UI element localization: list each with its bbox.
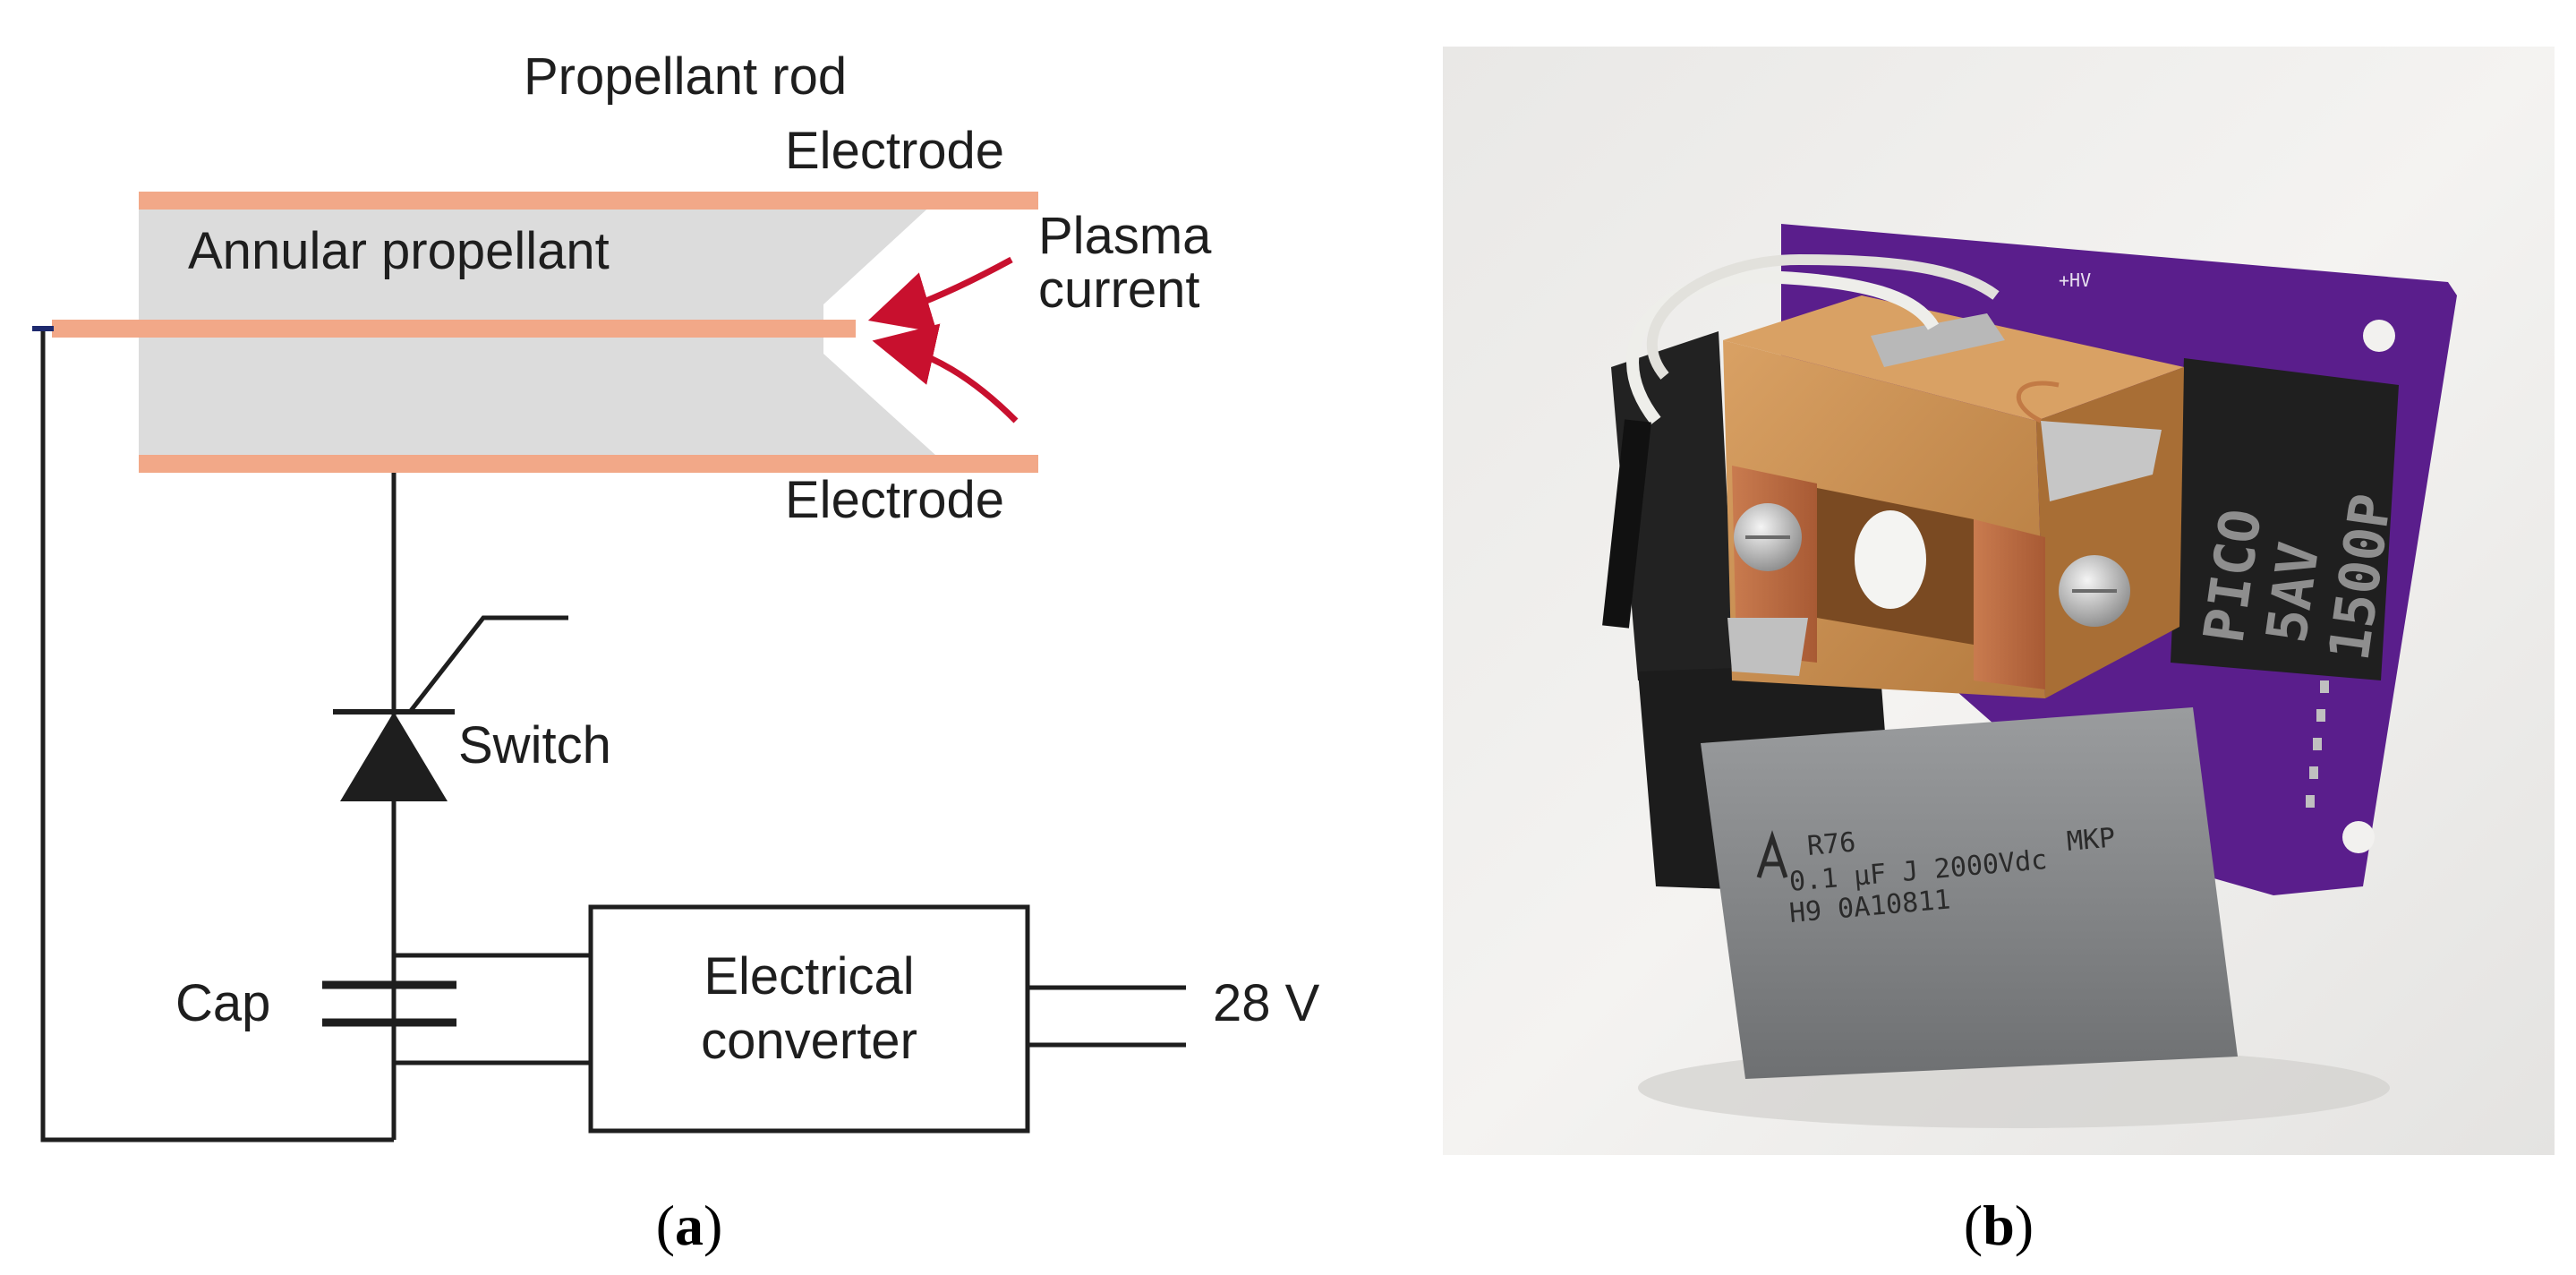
pcb-hole-1 xyxy=(2363,320,2395,352)
label-annular-propellant: Annular propellant xyxy=(188,222,610,280)
white-wire-1 xyxy=(1626,270,1940,425)
label-electrode-bottom: Electrode xyxy=(785,471,1004,529)
pcb-hv-marking: +HV xyxy=(2059,270,2091,291)
label-converter-line1: Electrical xyxy=(704,947,914,1005)
caption-b: (b) xyxy=(1964,1194,2034,1257)
label-current: current xyxy=(1038,261,1200,319)
capacitor-logo xyxy=(1756,830,1788,878)
plasma-arrow-lower xyxy=(872,323,1019,424)
white-wire-2 xyxy=(1647,253,2000,380)
capacitor-text: R76 0.1 µF J 2000Vdc H9 0A10811 MKP xyxy=(1788,822,2117,929)
plasma-arrow-upper xyxy=(867,256,1013,333)
label-switch: Switch xyxy=(458,716,611,774)
label-electrode-top: Electrode xyxy=(785,122,1004,180)
black-heatshrink xyxy=(1602,419,1651,629)
panel-b: +HV PICO 5AV 1500P R76 0.1 µF J 2000Vdc … xyxy=(1443,47,2555,1257)
grey-capacitor xyxy=(1701,707,2238,1079)
label-plasma: Plasma xyxy=(1038,207,1212,265)
capacitor-symbol xyxy=(322,980,456,1027)
black-base-block xyxy=(1611,331,1736,680)
label-converter-line2: converter xyxy=(701,1012,917,1070)
electrode-bottom-bar xyxy=(139,455,1038,473)
solder-tab-left xyxy=(1727,618,1808,676)
label-propellant-rod: Propellant rod xyxy=(524,47,847,106)
copper-wire-loop xyxy=(2016,381,2060,424)
propellant-rod-bar xyxy=(52,320,856,338)
propellant-tip xyxy=(1855,510,1926,609)
housing-top xyxy=(1723,295,2184,421)
solder-tab-top xyxy=(1871,313,2005,367)
panel-a: Propellant rod Electrode Annular propell… xyxy=(32,47,1320,1257)
caption-a: (a) xyxy=(656,1194,723,1257)
label-cap: Cap xyxy=(175,974,270,1032)
solder-tab-right xyxy=(2041,421,2162,501)
copper-electrode-right xyxy=(1974,519,2045,689)
switch-symbol xyxy=(333,615,568,801)
pico-marking-2: 5AV xyxy=(2254,538,2333,646)
label-voltage: 28 V xyxy=(1213,974,1320,1032)
pcb-pin-header xyxy=(2306,680,2329,808)
pcb-hole-2 xyxy=(2342,821,2375,853)
converter-box xyxy=(588,904,1030,1134)
cap-marking-mkp: MKP xyxy=(2066,822,2117,858)
electrode-top-bar xyxy=(139,192,1038,210)
pico-module xyxy=(2171,358,2399,680)
cap-marking-1: R76 xyxy=(1806,826,1857,862)
